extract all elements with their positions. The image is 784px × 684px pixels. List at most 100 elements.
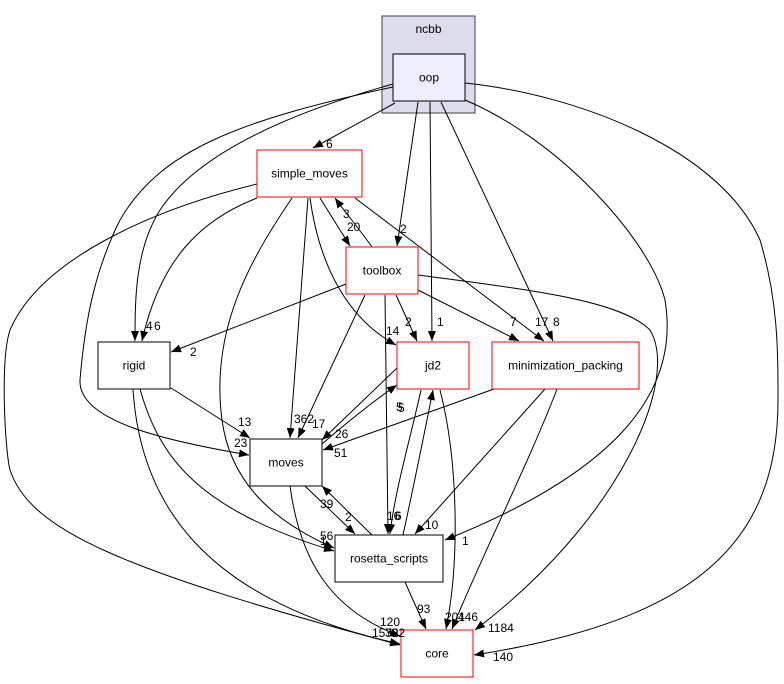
edge-line <box>417 274 658 631</box>
edge-rosetta_scripts-to-jd2[interactable] <box>402 389 435 536</box>
edge-label-minimization_packing-to-rosetta_scripts[interactable]: 10 <box>425 518 439 532</box>
edge-label-simple_moves-to-core[interactable]: 1572 <box>372 626 399 640</box>
node-label: minimization_packing <box>508 359 623 373</box>
edge-label-rosetta_scripts-to-jd2[interactable]: 5 <box>398 401 405 415</box>
edge-label-rigid-to-core[interactable]: 392 <box>385 626 405 640</box>
edge-line <box>322 388 495 451</box>
node-box <box>491 341 640 390</box>
node-moves[interactable]: moves <box>249 438 323 487</box>
edge-jd2-to-core[interactable] <box>439 389 456 630</box>
edge-line <box>286 197 309 439</box>
edge-rigid-to-moves[interactable] <box>170 387 251 439</box>
edge-labels-layer: 6 2 1 8 4 23 1 140 203 6 362 14 17 1 1572 2 2 7 17 16 1184 13… <box>146 137 560 664</box>
edge-label-moves-to-core[interactable]: 120 <box>380 615 400 629</box>
edge-label-toolbox-to-rigid[interactable]: 2 <box>190 345 197 359</box>
edge-toolbox-to-core[interactable] <box>417 274 658 631</box>
edge-label-rosetta_scripts-to-core[interactable]: 93 <box>417 602 431 616</box>
edge-rigid-to-core[interactable] <box>132 388 401 646</box>
edge-line <box>3 183 401 647</box>
edge-oop-to-toolbox[interactable] <box>394 101 419 247</box>
edge-label-moves-to-rosetta_scripts[interactable]: 2 <box>345 510 352 524</box>
edge-label-simple_moves-to-moves[interactable]: 362 <box>294 412 314 426</box>
edge-jd2-to-rosetta_scripts[interactable] <box>387 389 422 535</box>
node-minimization-packing[interactable]: minimization_packing <box>491 341 640 390</box>
edge-label-oop-to-simple_moves[interactable]: 6 <box>326 137 333 151</box>
edge-label-jd2-to-rosetta_scripts[interactable]: 6 <box>395 509 402 523</box>
edge-label-rigid-to-rosetta_scripts[interactable]: 56 <box>320 529 334 543</box>
edge-line <box>289 485 401 637</box>
edge-simple_moves-to-jd2[interactable] <box>309 197 397 346</box>
edge-label-oop-to-minimization_packing[interactable]: 8 <box>553 315 560 329</box>
node-label: simple_moves <box>271 167 348 181</box>
edge-label-toolbox-to-moves[interactable]: 17 <box>312 417 326 431</box>
edge-minimization_packing-to-core[interactable] <box>451 388 558 630</box>
node-rigid[interactable]: rigid <box>97 341 171 390</box>
edge-label-rosetta_scripts-to-moves[interactable]: 39 <box>320 497 334 511</box>
edge-label-minimization_packing-to-core[interactable]: 446 <box>458 610 478 624</box>
edge-oop-to-core[interactable] <box>464 82 779 658</box>
edge-label-oop-to-core[interactable]: 140 <box>493 650 513 664</box>
edge-label-toolbox-to-simple_moves[interactable]: 3 <box>343 207 350 221</box>
node-label: rigid <box>123 359 146 373</box>
edge-label-minimization_packing-to-moves[interactable]: 51 <box>334 446 348 460</box>
edge-simple_moves-to-rosetta_scripts[interactable] <box>219 197 335 549</box>
edge-oop-to-minimization_packing[interactable] <box>440 101 554 342</box>
edge-simple_moves-to-moves[interactable] <box>286 197 309 439</box>
edge-toolbox-to-simple_moves[interactable] <box>334 197 373 248</box>
node-jd2[interactable]: jd2 <box>396 341 470 390</box>
edge-label-simple_moves-to-rosetta_scripts[interactable]: 1 <box>320 534 327 548</box>
edge-toolbox-to-minimization_packing[interactable] <box>417 289 520 342</box>
edge-label-jd2-to-moves[interactable]: 26 <box>335 427 349 441</box>
edge-oop-to-moves[interactable] <box>79 86 394 458</box>
node-toolbox[interactable]: toolbox <box>345 246 419 295</box>
edge-label-toolbox-to-core[interactable]: 1184 <box>488 621 514 635</box>
edge-label-simple_moves-to-rigid[interactable]: 6 <box>154 319 161 333</box>
edge-rosetta_scripts-to-core[interactable] <box>404 581 427 630</box>
edge-toolbox-to-rosetta_scripts[interactable] <box>383 294 392 535</box>
node-simple-moves[interactable]: simple_moves <box>256 149 363 198</box>
edge-rosetta_scripts-to-moves[interactable] <box>321 485 373 536</box>
edge-rigid-to-rosetta_scripts[interactable] <box>139 388 335 552</box>
edge-label-oop-to-jd2[interactable]: 1 <box>437 315 444 329</box>
edge-simple_moves-to-toolbox[interactable] <box>319 197 351 247</box>
edge-label-simple_moves-to-jd2[interactable]: 14 <box>386 324 400 338</box>
edge-label-simple_moves-to-toolbox[interactable]: 20 <box>347 220 361 234</box>
node-rosetta-scripts[interactable]: rosetta_scripts <box>334 534 444 583</box>
edge-simple_moves-to-rigid[interactable] <box>140 197 258 342</box>
edge-label-oop-to-rigid[interactable]: 4 <box>146 319 153 333</box>
edge-oop-to-rigid[interactable] <box>131 83 394 342</box>
node-label: oop <box>419 71 439 85</box>
edge-moves-to-jd2[interactable] <box>321 384 398 445</box>
edge-line <box>334 197 373 248</box>
edge-label-moves-to-jd2[interactable]: 5 <box>396 400 403 414</box>
edge-simple_moves-to-minimization_packing[interactable] <box>354 197 545 342</box>
edge-oop-to-jd2[interactable] <box>427 101 436 342</box>
edge-toolbox-to-moves[interactable] <box>297 294 366 439</box>
edge-jd2-to-moves[interactable] <box>321 367 398 441</box>
node-label: moves <box>268 456 303 470</box>
edge-label-toolbox-to-rosetta_scripts[interactable]: 16 <box>387 509 401 523</box>
edge-moves-to-rosetta_scripts[interactable] <box>304 485 356 535</box>
edge-label-simple_moves-to-minimization_packing[interactable]: 17 <box>535 315 549 329</box>
edge-moves-to-core[interactable] <box>289 485 401 637</box>
edge-label-rigid-to-moves[interactable]: 13 <box>238 415 252 429</box>
edge-line <box>383 294 392 535</box>
edge-label-jd2-to-core[interactable]: 201 <box>445 610 465 624</box>
edge-line <box>304 485 356 535</box>
edge-simple_moves-to-core[interactable] <box>3 183 401 647</box>
edge-minimization_packing-to-moves[interactable] <box>322 388 495 451</box>
edge-label-oop-to-rosetta_scripts[interactable]: 1 <box>462 534 469 548</box>
edge-label-oop-to-moves[interactable]: 23 <box>234 436 248 450</box>
edge-line <box>394 101 419 247</box>
edge-oop-to-simple_moves[interactable] <box>312 102 396 149</box>
edge-label-toolbox-to-minimization_packing[interactable]: 7 <box>510 315 517 329</box>
edge-toolbox-to-rigid[interactable] <box>170 283 347 353</box>
edge-oop-to-rosetta_scripts[interactable] <box>444 99 668 541</box>
edge-toolbox-to-jd2[interactable] <box>395 294 418 342</box>
edge-minimization_packing-to-rosetta_scripts[interactable] <box>414 388 546 535</box>
edge-label-toolbox-to-jd2[interactable]: 2 <box>405 315 412 329</box>
node-core[interactable]: core <box>400 629 474 678</box>
node-oop[interactable]: oop <box>392 53 466 102</box>
edge-label-oop-to-toolbox[interactable]: 2 <box>400 222 407 236</box>
